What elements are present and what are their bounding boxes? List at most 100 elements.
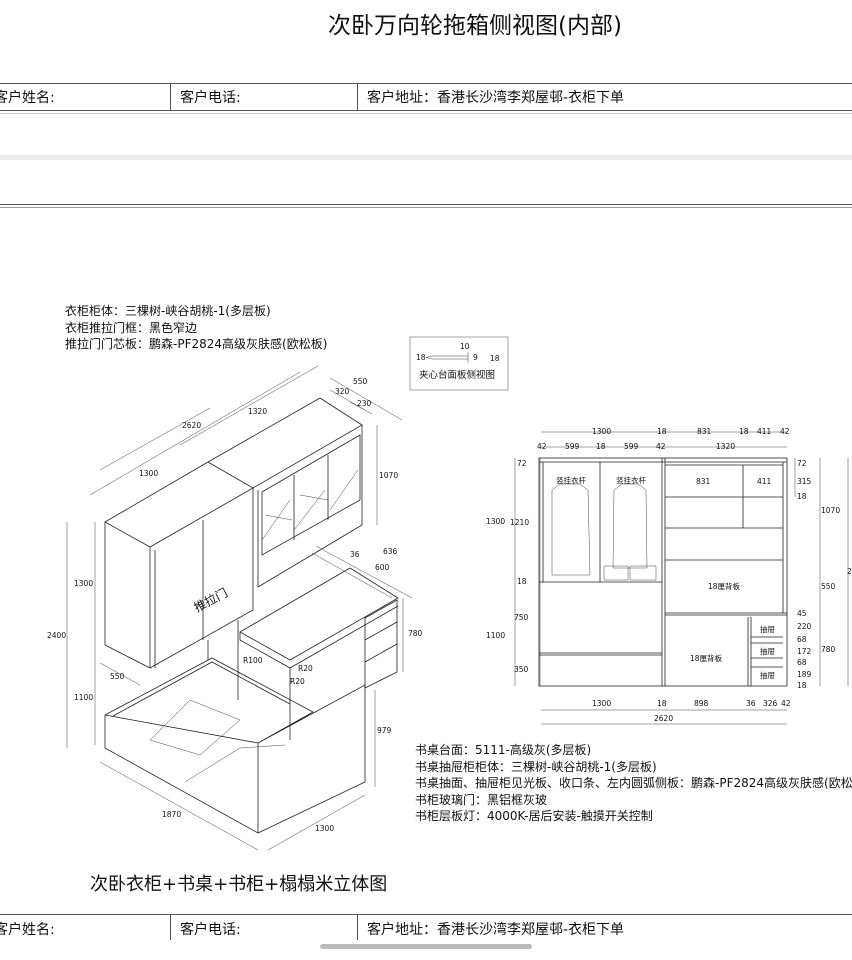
dim-label: 36 xyxy=(746,699,756,708)
dim-label: 979 xyxy=(377,726,392,735)
dim-label: 1870 xyxy=(162,810,181,819)
dim-label: 1100 xyxy=(74,693,93,702)
dim-label: 1100 xyxy=(486,631,505,640)
hanger-label: 竖挂衣杆 xyxy=(556,475,586,485)
dim-label: 68 xyxy=(797,658,807,667)
dim-label: 780 xyxy=(821,645,836,654)
dim-label: 599 xyxy=(565,442,580,451)
legend-caption: 夹心台面板侧视图 xyxy=(419,369,495,381)
sliding-door-label: 推拉门 xyxy=(191,585,230,615)
back-panel-label: 18厘背板 xyxy=(708,581,741,591)
divider xyxy=(0,83,852,84)
customer-name-label: 客户姓名: xyxy=(0,90,55,106)
page-title: 次卧万向轮拖箱侧视图(内部) xyxy=(328,13,622,39)
legend-box: 10 18 9 18 夹心台面板侧视图 xyxy=(409,336,509,391)
dim-label: 189 xyxy=(797,670,812,679)
dim-label: 42 xyxy=(781,699,791,708)
note-line: 书桌台面：5111-高级灰(多层板) xyxy=(415,743,592,757)
dim-label: 750 xyxy=(514,613,529,622)
legend-dim: 18 xyxy=(490,354,500,363)
dim-label: 898 xyxy=(694,699,709,708)
back-panel-label: 18厘背板 xyxy=(690,653,723,663)
dim-label: 18 xyxy=(657,427,667,436)
dim-label: 1300 xyxy=(74,579,93,588)
dim-label: 550 xyxy=(110,672,125,681)
wardrobe-notes: 衣柜柜体：三棵树-峡谷胡桃-1(多层板) 衣柜推拉门框：黑色窄边 推拉门门芯板：… xyxy=(65,303,327,353)
customer-address-label: 客户地址：香港长沙湾李郑屋邨-衣柜下单 xyxy=(367,90,625,106)
dim-label: 2400 xyxy=(47,631,66,640)
dim-label: 68 xyxy=(797,635,807,644)
note-line: 书柜层板灯：4000K-居后安装-触摸开关控制 xyxy=(415,809,653,823)
note-line: 推拉门门芯板：鹏森-PF2824高级灰肤感(欧松板) xyxy=(65,337,328,351)
dim-label: 1300 xyxy=(139,469,158,478)
dim-label: 18 xyxy=(596,442,606,451)
dim-label: 550 xyxy=(353,377,368,386)
note-line: 衣柜推拉门框：黑色窄边 xyxy=(65,320,198,335)
dim-label: 1300 xyxy=(592,427,611,436)
divider xyxy=(0,110,852,111)
divider xyxy=(0,113,852,114)
dim-label: 831 xyxy=(696,477,711,486)
dim-label: 2 xyxy=(847,567,852,576)
dim-label: 18 xyxy=(657,699,667,708)
customer-phone-label: 客户电话: xyxy=(180,922,241,938)
divider xyxy=(0,914,852,915)
dim-label: 1300 xyxy=(592,699,611,708)
dim-label: 600 xyxy=(375,563,390,572)
dim-label: 411 xyxy=(757,427,772,436)
dim-label: 599 xyxy=(624,442,639,451)
hanger-label: 竖挂衣杆 xyxy=(616,475,646,485)
divider xyxy=(0,155,852,160)
dim-label: 831 xyxy=(697,427,712,436)
dim-label: 1320 xyxy=(716,442,735,451)
isometric-drawing: 推拉门 2620 1320 1300 550 320 230 1070 36 6… xyxy=(47,365,423,851)
dim-label: 315 xyxy=(797,477,812,486)
drawing-subtitle: 次卧衣柜+书桌+书柜+榻榻米立体图 xyxy=(90,874,388,895)
dim-label: 42 xyxy=(656,442,666,451)
dim-label: 220 xyxy=(797,622,812,631)
divider xyxy=(170,914,171,940)
dim-label: R20 xyxy=(298,664,313,673)
dim-label: 780 xyxy=(408,629,423,638)
dim-label: 1320 xyxy=(248,407,267,416)
desk-notes: 书桌台面：5111-高级灰(多层板) 书桌抽屉柜柜体：三棵树-峡谷胡桃-1(多层… xyxy=(415,742,852,825)
dim-label: 326 xyxy=(763,699,778,708)
dim-label: R100 xyxy=(243,656,263,665)
drawer-label: 抽屉 xyxy=(760,624,775,634)
dim-label: 1210 xyxy=(510,518,529,527)
legend-dim: 18 xyxy=(416,353,426,362)
dim-label: 42 xyxy=(780,427,790,436)
note-line: 书桌抽屉柜柜体：三棵树-峡谷胡桃-1(多层板) xyxy=(415,759,657,774)
dim-label: 1070 xyxy=(379,471,398,480)
dim-label: 72 xyxy=(797,459,807,468)
dim-label: 45 xyxy=(797,609,807,618)
dim-label: 36 xyxy=(350,550,360,559)
horizontal-scrollbar[interactable] xyxy=(320,944,532,949)
dim-label: 1070 xyxy=(821,506,840,515)
dim-label: 350 xyxy=(514,665,529,674)
dim-label: 42 xyxy=(537,442,547,451)
divider xyxy=(170,83,171,110)
note-line: 衣柜柜体：三棵树-峡谷胡桃-1(多层板) xyxy=(65,304,271,318)
dim-label: 72 xyxy=(517,459,527,468)
dim-label: 230 xyxy=(357,399,372,408)
dim-label: R20 xyxy=(290,677,305,686)
note-line: 书柜玻璃门：黑铝框灰玻 xyxy=(415,792,548,807)
drawer-label: 抽屉 xyxy=(760,670,775,680)
dim-label: 1300 xyxy=(486,517,505,526)
customer-name-label: 客户姓名: xyxy=(0,922,55,938)
dim-label: 18 xyxy=(739,427,749,436)
divider xyxy=(0,204,852,205)
legend-dim: 9 xyxy=(473,353,478,362)
dim-label: 550 xyxy=(821,582,836,591)
dim-label: 18 xyxy=(797,492,807,501)
dim-label: 172 xyxy=(797,647,812,656)
customer-address-label: 客户地址：香港长沙湾李郑屋邨-衣柜下单 xyxy=(367,922,625,938)
note-line: 书桌抽面、抽屉柜见光板、收口条、左内圆弧侧板：鹏森-PF2824高级灰肤感(欧松… xyxy=(415,776,852,790)
customer-phone-label: 客户电话: xyxy=(180,90,241,106)
dim-label: 320 xyxy=(335,387,350,396)
drawer-label: 抽屉 xyxy=(760,646,775,656)
dim-label: 18 xyxy=(797,681,807,690)
dim-label: 636 xyxy=(383,547,398,556)
